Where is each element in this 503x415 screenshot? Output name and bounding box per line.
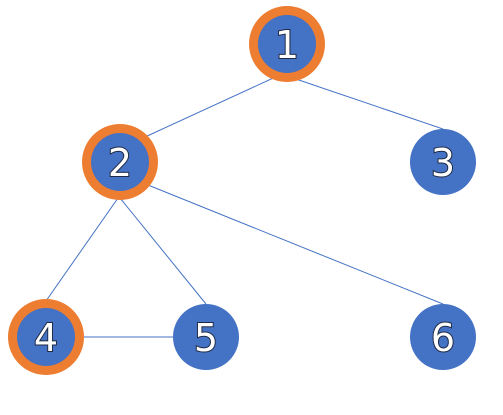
edge-2-6 bbox=[147, 184, 444, 305]
node-4-circle bbox=[17, 308, 75, 366]
edge-2-4 bbox=[45, 197, 119, 302]
edge-2-5 bbox=[119, 197, 207, 305]
node-2: 2 bbox=[82, 124, 158, 200]
edge-1-2 bbox=[144, 73, 283, 138]
node-3-circle bbox=[410, 129, 476, 195]
edge-1-3 bbox=[286, 75, 444, 130]
node-1: 1 bbox=[249, 6, 325, 82]
node-5: 5 bbox=[173, 304, 239, 370]
node-3-label: 3 bbox=[431, 141, 455, 185]
node-6-label: 6 bbox=[431, 316, 455, 360]
node-6-circle bbox=[410, 304, 476, 370]
node-4: 4 bbox=[8, 299, 84, 375]
node-3: 3 bbox=[410, 129, 476, 195]
nodes-layer: 1 2 3 4 5 6 bbox=[8, 6, 476, 375]
node-1-circle bbox=[258, 15, 316, 73]
node-6: 6 bbox=[410, 304, 476, 370]
edges-layer bbox=[45, 73, 444, 338]
node-1-label: 1 bbox=[275, 23, 299, 67]
node-5-label: 5 bbox=[194, 316, 218, 360]
node-5-circle bbox=[173, 304, 239, 370]
node-4-label: 4 bbox=[34, 316, 58, 360]
node-2-label: 2 bbox=[108, 141, 132, 185]
node-2-circle bbox=[91, 133, 149, 191]
